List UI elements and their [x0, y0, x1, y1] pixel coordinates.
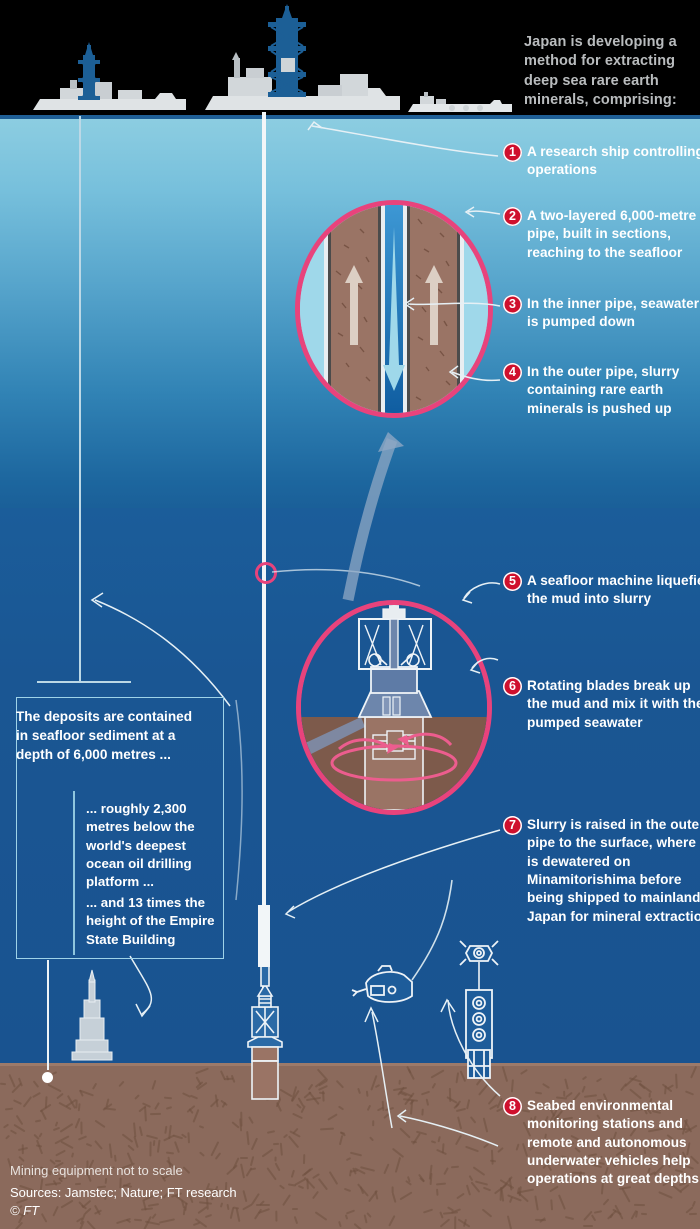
depth-tick-upper [37, 681, 131, 683]
comparison-oil-platform-text: ... roughly 2,300 metres below the world… [86, 801, 195, 890]
note-1: 1 A research ship controlling operations [503, 143, 700, 180]
note-text-8: Seabed environmental monitoring stations… [527, 1098, 700, 1187]
sea-surface-line [0, 115, 700, 119]
comparison-empire-state-text: ... and 13 times the height of the Empir… [86, 895, 215, 947]
note-5: 5 A seafloor machine liquefies the mud i… [503, 572, 700, 609]
seafloor-machine-detail [296, 600, 492, 815]
note-text-3: In the inner pipe, seawater is pumped do… [527, 296, 700, 330]
note-badge-2: 2 [503, 207, 522, 226]
note-3: 3 In the inner pipe, seawater is pumped … [503, 295, 700, 332]
note-text-4: In the outer pipe, slurry containing rar… [527, 364, 680, 416]
pipe-section-marker [255, 562, 277, 584]
note-8: 8 Seabed environmental monitoring statio… [503, 1097, 700, 1189]
note-badge-4: 4 [503, 363, 522, 382]
note-2: 2 A two-layered 6,000-metre pipe, built … [503, 207, 700, 262]
note-text-6: Rotating blades break up the mud and mix… [527, 678, 700, 730]
note-badge-7: 7 [503, 816, 522, 835]
left-depth-line [79, 116, 81, 682]
seafloor-depth-dot [42, 1072, 53, 1083]
deposit-info-box [16, 697, 224, 959]
slurry-texture [335, 214, 451, 401]
note-badge-1: 1 [503, 143, 522, 162]
seabed-surface-line [0, 1063, 700, 1066]
note-badge-5: 5 [503, 572, 522, 591]
left-depth-line-lower [47, 960, 49, 1070]
note-text-7: Slurry is raised in the outer pipe to th… [527, 817, 700, 924]
note-text-2: A two-layered 6,000-metre pipe, built in… [527, 208, 697, 260]
scale-note: Mining equipment not to scale [10, 1163, 183, 1178]
intro-text: Japan is developing a method for extract… [524, 34, 677, 108]
pipe-cross-section-detail [295, 200, 493, 418]
seawater-down-arrow [383, 227, 405, 391]
infobox-divider [73, 791, 75, 955]
note-badge-8: 8 [503, 1097, 522, 1116]
note-badge-3: 3 [503, 295, 522, 314]
note-text-5: A seafloor machine liquefies the mud int… [527, 573, 700, 607]
note-4: 4 In the outer pipe, slurry containing r… [503, 363, 700, 418]
sources-line: Sources: Jamstec; Nature; FT research [10, 1185, 237, 1200]
copyright-line: © FT [10, 1203, 40, 1218]
note-6: 6 Rotating blades break up the mud and m… [503, 677, 700, 732]
deposit-depth-text: The deposits are contained in seafloor s… [16, 709, 193, 762]
note-text-1: A research ship controlling operations [527, 144, 700, 178]
note-badge-6: 6 [503, 677, 522, 696]
note-7: 7 Slurry is raised in the outer pipe to … [503, 816, 700, 926]
